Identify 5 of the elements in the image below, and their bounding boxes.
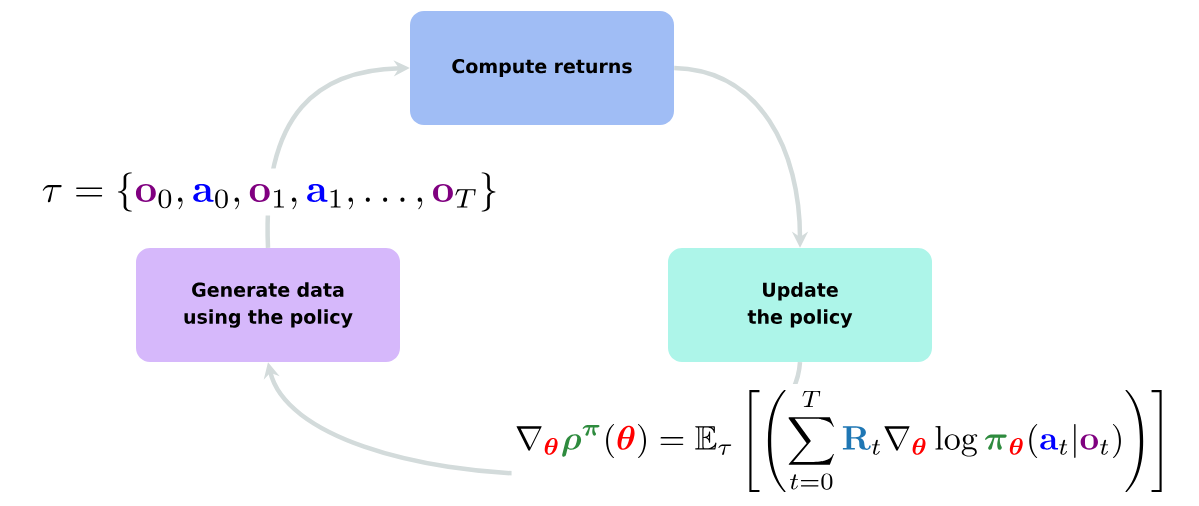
formula: $\nabla_{\textcolor{thcol}{\boldsymbol{\theta}}} \textcolor{picol}{\boldsymbol{\rho}}^{\textcolor{picol}{\boldsymbol{\pi}}}(\textcolor{thcol}{\boldsymbol{\theta}}) = \mathbb{E}_\tau \left[ \left( \sum_{t=0}^{T} \textcolor{rcol}{\mathbf{R}}_t \nabla_{\textcolor{thcol}{\boldsymbol{\theta}}} \log \textcolor{picol}{\boldsymbol{\pi}}_{\textcolor{thcol}{\boldsymbol{\theta}}}(\textcolor{acol}{\mathbf{a}}_t | \textcolor{ocol}{\mathbf{o}}_t) \right) \right]$ xyxy=(511,383,1175,497)
process-box: Update the policy xyxy=(668,248,932,362)
process-box: Compute returns xyxy=(410,11,674,125)
process-box: Generate data using the policy xyxy=(136,248,400,362)
formula: $\tau = \{\textcolor{ocol}{\mathbf{o}}_0, \textcolor{acol}{\mathbf{a}}_0, \textcolor{ocol}{\mathbf{o}}_1, \textcolor{acol}{\mathbf{a}}_1, \ldots, \textcolor{ocol}{\mathbf{o}}_T\}$ xyxy=(37,168,503,216)
